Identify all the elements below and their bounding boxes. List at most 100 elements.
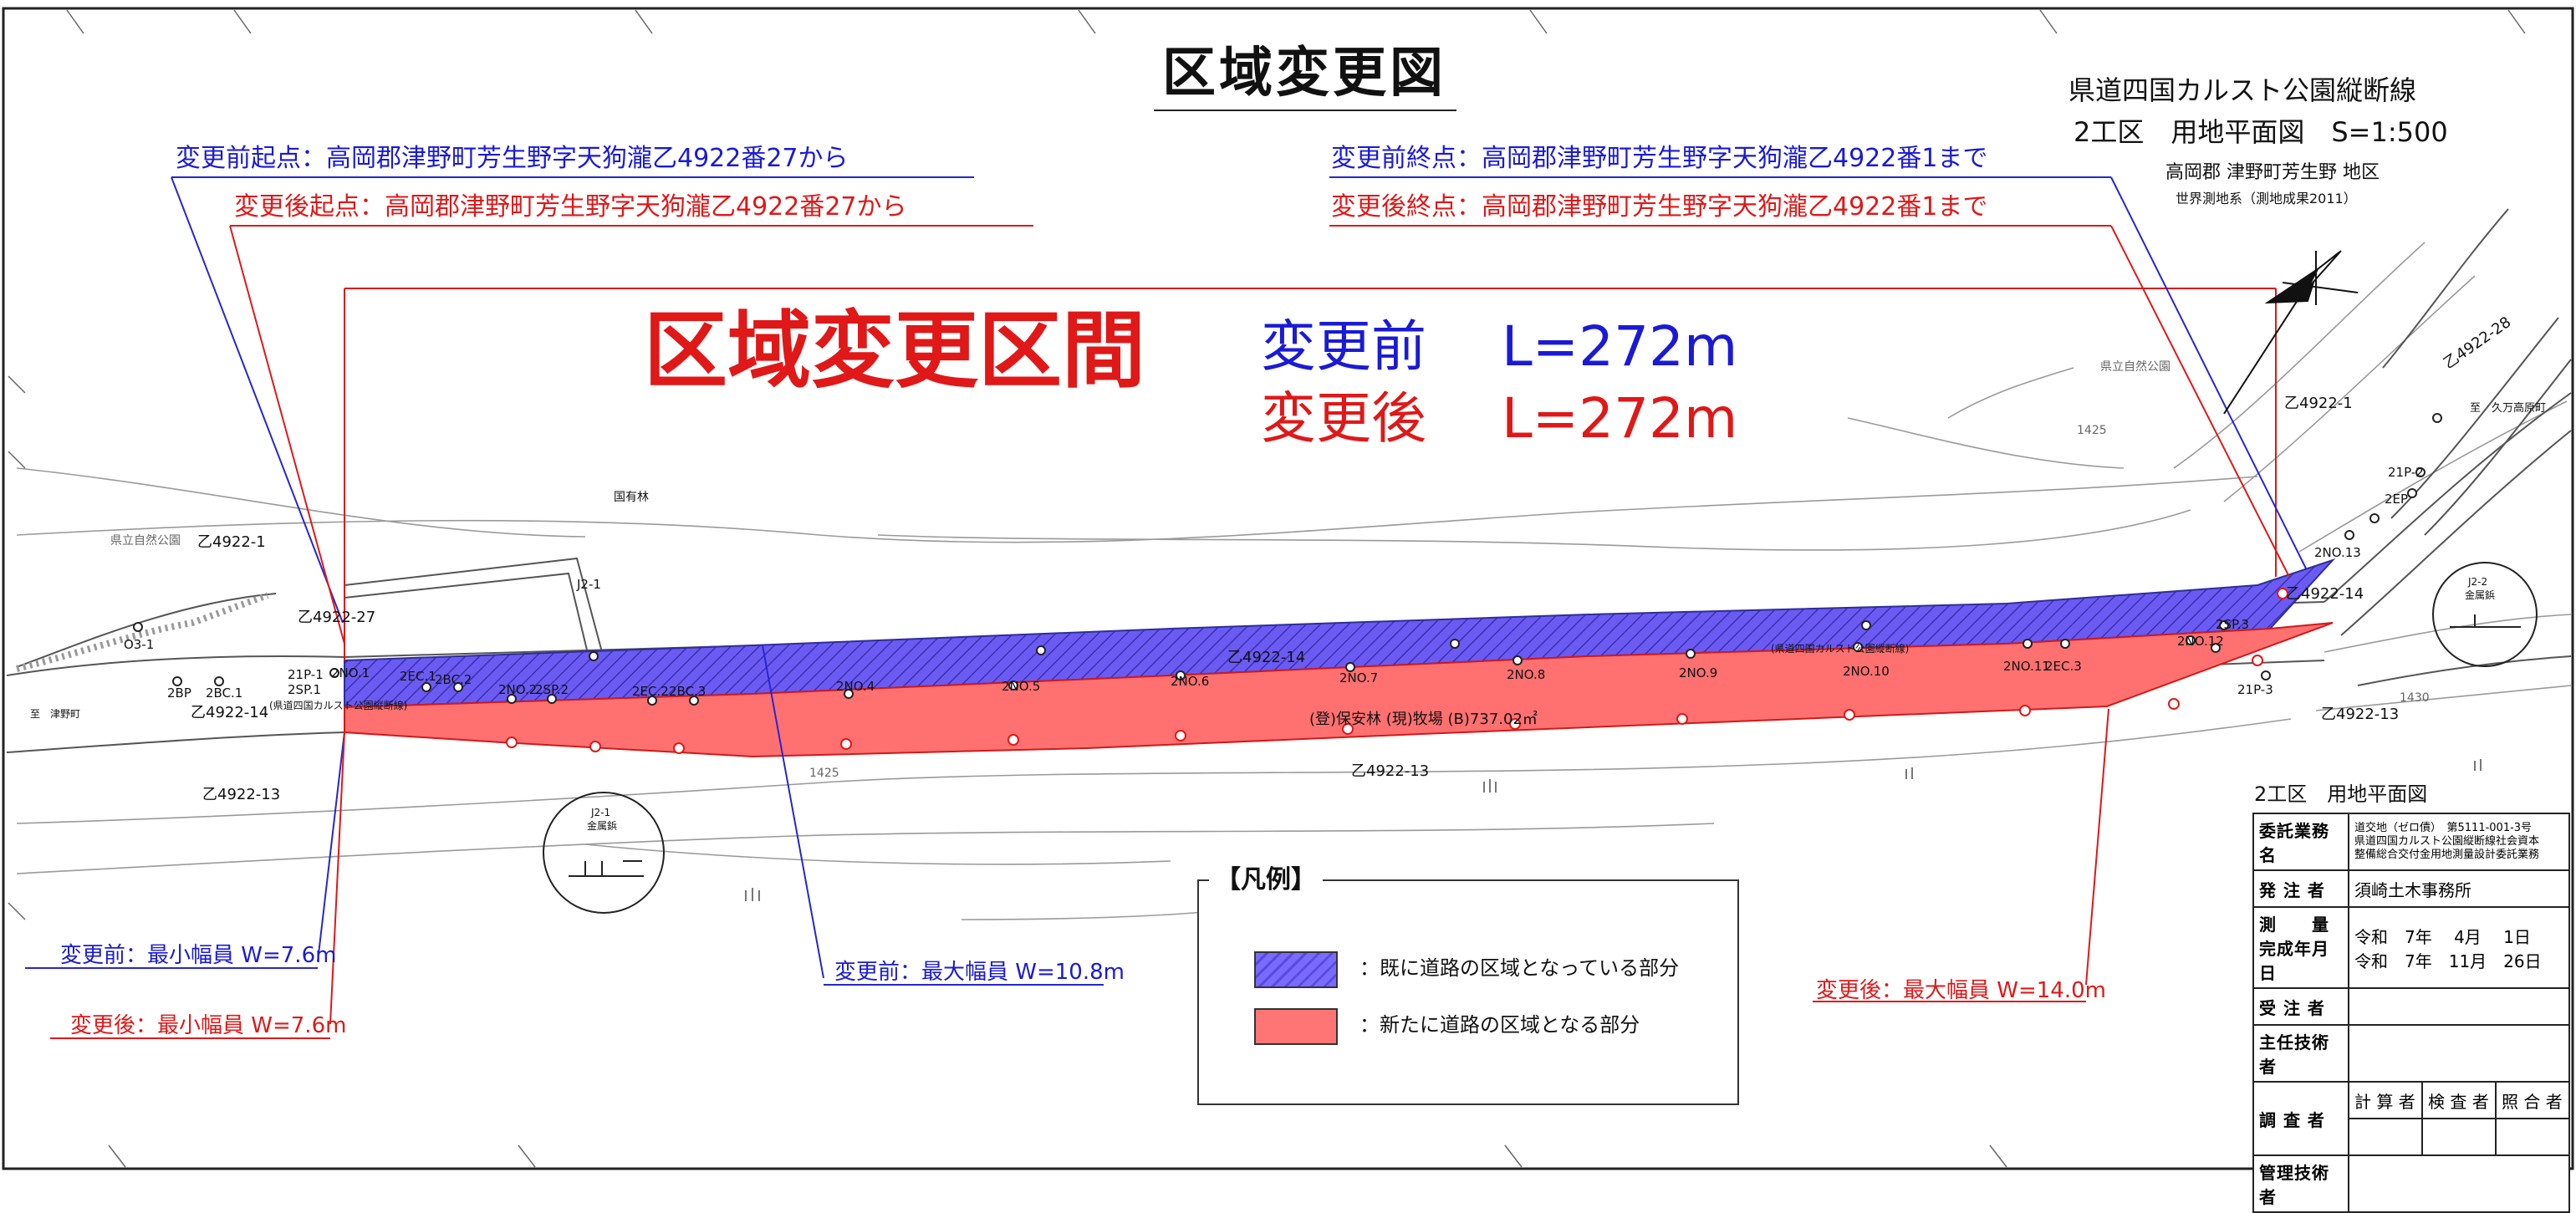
label-parcel-4922-13-left: 乙4922-13	[202, 786, 281, 803]
label-point-2sp2: 2SP.2	[535, 682, 569, 697]
before-max-width: 変更前：最大幅員 W=10.8m	[834, 960, 1125, 985]
label-road-name-left: (県道四国カルスト公園縦断線)	[269, 700, 408, 711]
checker-value	[2421, 1118, 2497, 1156]
label-forest-pasture: (登)保安林 (現)牧場 (B)737.02㎡	[1309, 711, 1538, 728]
before-min-width: 変更前：最小幅員 W=7.6m	[60, 943, 337, 968]
label-point-j21: J2-1	[577, 577, 601, 592]
label-parcel-4922-14-right: 乙4922-14	[2286, 585, 2364, 603]
chief-engineer-label: 主任技術者	[2252, 1024, 2349, 1083]
label-point-2bc2: 2BC.2	[435, 672, 472, 687]
legend-existing-label: ：既に道路の区域となっている部分	[1359, 956, 1680, 980]
grid-ticks	[8, 9, 2526, 1168]
legend-box	[1197, 879, 1739, 1105]
before-length-value: L=272m	[1502, 314, 1738, 379]
label-point-21p1: 21P-1	[288, 667, 324, 682]
manager-label: 管理技術者	[2252, 1154, 2349, 1213]
commission-value-3: 整備総合交付金用地測量設計委託業務	[2354, 849, 2540, 862]
title-block-heading: 2工区 用地平面図	[2254, 782, 2428, 806]
survey-points	[133, 413, 2442, 706]
label-national-forest: 国有林	[614, 491, 649, 504]
orderer-value: 須崎土木事務所	[2348, 869, 2570, 908]
survey-value: 令和 7年 4月 1日	[2354, 926, 2531, 947]
north-arrow-icon	[2223, 250, 2359, 415]
label-marker-left-sub: 金属鋲	[587, 820, 618, 832]
label-parcel-4922-13-mid: 乙4922-13	[1351, 762, 1430, 780]
label-point-2ep: 2EP	[2385, 492, 2409, 507]
label-point-21p2: 21P-2	[2388, 465, 2424, 480]
marker-detail-left	[543, 792, 665, 914]
label-elev-1425-b: 1425	[2077, 424, 2107, 437]
label-parcel-4922-13-right: 乙4922-13	[2321, 706, 2400, 723]
after-end-point: 変更後終点：高岡郡津野町芳生野字天狗瀧乙4922番1まで	[1331, 192, 1988, 222]
label-point-2sp3: 2SP.3	[2216, 617, 2250, 632]
label-to-tsuno: 至 津野町	[30, 708, 81, 720]
commission-label: 委託業務名	[2252, 813, 2349, 871]
label-parcel-4922-14-left: 乙4922-14	[191, 704, 269, 721]
chief-engineer-value	[2348, 1024, 2570, 1083]
label-parcel-4922-1-right: 乙4922-1	[2284, 395, 2353, 412]
old-road-hatch	[16, 592, 269, 672]
calculator-label: 計 算 者	[2348, 1081, 2423, 1119]
manager-value	[2348, 1154, 2570, 1213]
checker-label: 検 査 者	[2421, 1081, 2497, 1119]
before-start-point: 変更前起点：高岡郡津野町芳生野字天狗瀧乙4922番27から	[176, 144, 849, 173]
section-bracket	[344, 288, 2277, 660]
label-park-left: 県立自然公園	[110, 534, 181, 548]
contractor-label: 受 注 者	[2252, 987, 2349, 1026]
label-point-2no1: 2NO.1	[331, 665, 370, 680]
commission-value: 道交地（ゼロ債） 第5111-001-3号 県道四国カルスト公園縦断線社会資本 …	[2348, 813, 2570, 871]
label-point-2no5: 2NO.5	[1002, 679, 1041, 694]
boundary-markers	[506, 588, 2288, 754]
survey-dates-value: 令和 7年 4月 1日 令和 7年 11月 26日	[2348, 906, 2570, 989]
label-marker-right-title: J2-2	[2468, 576, 2488, 588]
datum-note: 世界測地系（測地成果2011）	[2176, 191, 2357, 206]
survey-label: 測 量	[2259, 915, 2329, 935]
before-length-label: 変更前	[1261, 314, 1426, 379]
district-name: 高岡郡 津野町芳生野 地区	[2165, 162, 2380, 183]
contractor-value	[2348, 987, 2570, 1026]
investigator-label: 調 査 者	[2252, 1081, 2349, 1156]
legend-title: 【凡例】	[1209, 868, 1323, 893]
calculator-value	[2348, 1118, 2423, 1156]
completion-label: 完成年月日	[2259, 939, 2329, 983]
after-min-width: 変更後：最小幅員 W=7.6m	[70, 1013, 347, 1038]
after-length-label: 変更後	[1261, 386, 1426, 451]
label-point-21p3: 21P-3	[2237, 682, 2273, 697]
label-point-2no11: 2NO.11	[2003, 659, 2050, 674]
label-point-2no13: 2NO.13	[2314, 545, 2361, 560]
label-point-2ec2: 2EC.2	[632, 684, 669, 699]
label-point-2no4: 2NO.4	[836, 679, 875, 694]
label-point-2no7: 2NO.7	[1339, 670, 1379, 685]
grass-symbols	[745, 759, 2482, 901]
survey-dates-label: 測 量 完成年月日	[2252, 906, 2349, 989]
commission-value-1: 道交地（ゼロ債） 第5111-001-3号	[2354, 821, 2533, 834]
label-point-2no8: 2NO.8	[1507, 667, 1546, 682]
leader-lines	[25, 176, 2307, 1039]
project-name: 県道四国カルスト公園縦断線	[2068, 74, 2417, 106]
completion-value: 令和 7年 11月 26日	[2354, 951, 2542, 971]
label-marker-right-sub: 金属鋲	[2465, 589, 2496, 601]
label-road-name-right: (県道四国カルスト公園縦断線)	[1771, 643, 1910, 655]
after-length-value: L=272m	[1502, 386, 1738, 451]
label-point-2bc3: 2BC.3	[669, 684, 706, 699]
label-point-2ec3: 2EC.3	[2045, 659, 2082, 674]
commission-value-2: 県道四国カルスト公園縦断線社会資本	[2354, 834, 2540, 848]
verifier-value	[2495, 1118, 2570, 1156]
new-road-area	[344, 622, 2334, 758]
label-point-o3-1: O3-1	[124, 637, 155, 652]
label-marker-left-title: J2-1	[591, 807, 611, 818]
label-elev-1425-a: 1425	[809, 767, 839, 780]
legend-swatch-existing	[1254, 951, 1338, 988]
section-title: 区域変更区間	[644, 302, 1145, 400]
label-elev-1430: 1430	[2400, 691, 2430, 705]
label-parcel-4922-14-mid: 乙4922-14	[1227, 649, 1306, 666]
orderer-label: 発 注 者	[2252, 869, 2349, 908]
before-end-point: 変更前終点：高岡郡津野町芳生野字天狗瀧乙4922番1まで	[1331, 144, 1988, 173]
label-point-2sp1: 2SP.1	[288, 682, 322, 697]
road-lines	[6, 208, 2572, 753]
label-point-2bc1: 2BC.1	[206, 685, 243, 701]
label-point-2no2: 2NO.2	[498, 682, 538, 697]
legend-swatch-new	[1254, 1008, 1338, 1045]
label-point-2no10: 2NO.10	[1843, 664, 1890, 679]
contour-lines	[16, 242, 2572, 920]
